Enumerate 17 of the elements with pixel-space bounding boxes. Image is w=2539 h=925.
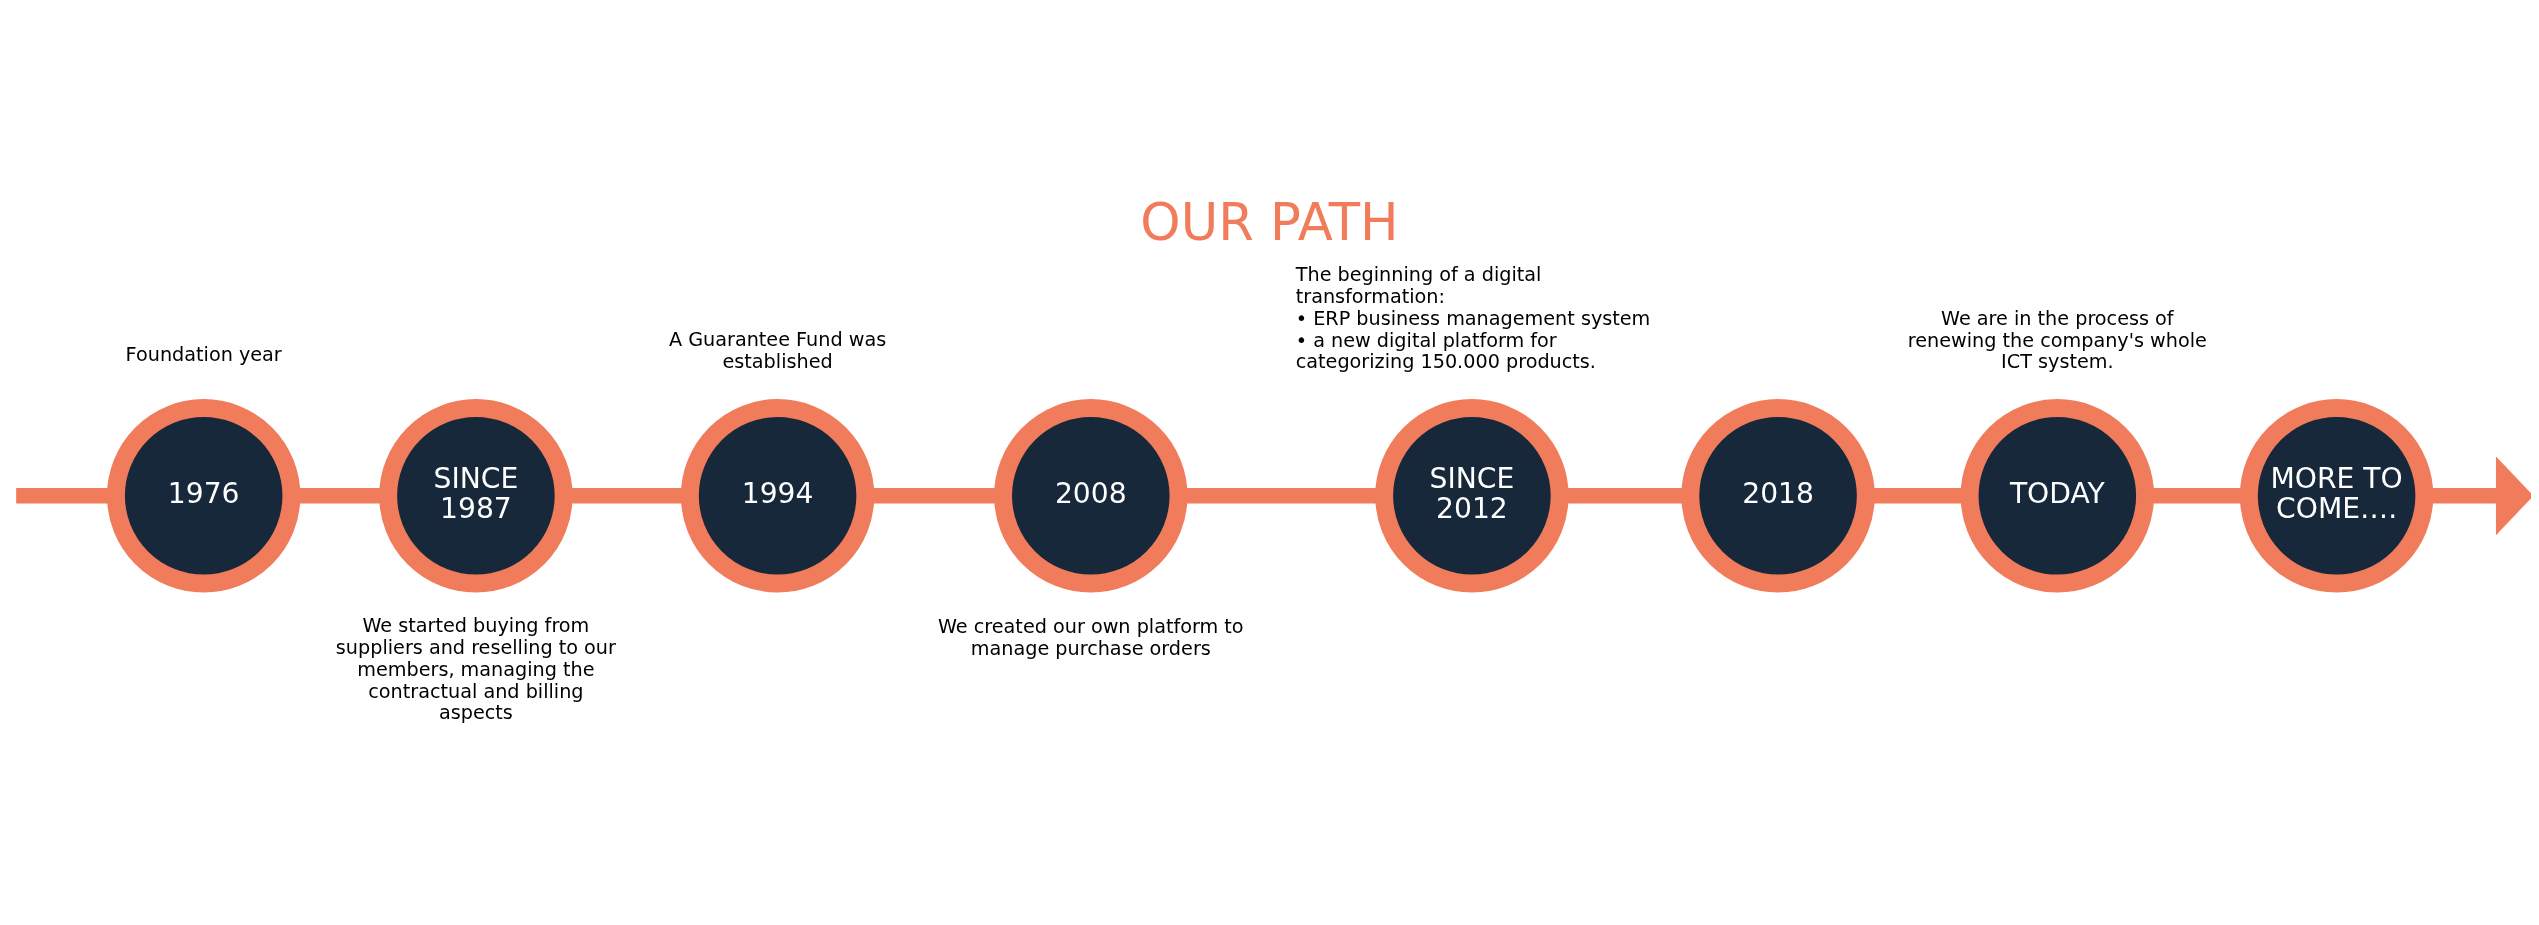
node-circle: TODAY <box>1960 399 2155 593</box>
node-circle: 2018 <box>1681 399 1875 593</box>
node-label: Foundation year <box>125 342 282 366</box>
node-label: The beginning of a digital transformation: <box>1295 263 1542 309</box>
node-circle: MORE TO COME…. <box>2239 399 2434 593</box>
node-circle: SINCE 2012 <box>1375 399 1569 593</box>
node-circle: 1994 <box>680 399 875 593</box>
node-label: • ERP business management system <box>1295 306 1651 330</box>
node-circle: 1976 <box>106 399 301 593</box>
node-label: We are in the process of renewing the company's whole ICT system. <box>1907 306 2207 374</box>
node-circle: 2008 <box>994 399 1188 593</box>
node-label: We created our own platform to manage purchase orders <box>937 614 1244 660</box>
diagram-title: OUR PATH <box>1140 192 1399 253</box>
node-circle: SINCE 1987 <box>379 399 573 593</box>
node-label: • a new digital platform for categorizing 150.000 products. <box>1295 328 1596 374</box>
node-label: We started buying from suppliers and reselling to our members, managing the contractual and billing aspects <box>335 614 616 725</box>
node-label: A Guarantee Fund was established <box>668 327 887 373</box>
